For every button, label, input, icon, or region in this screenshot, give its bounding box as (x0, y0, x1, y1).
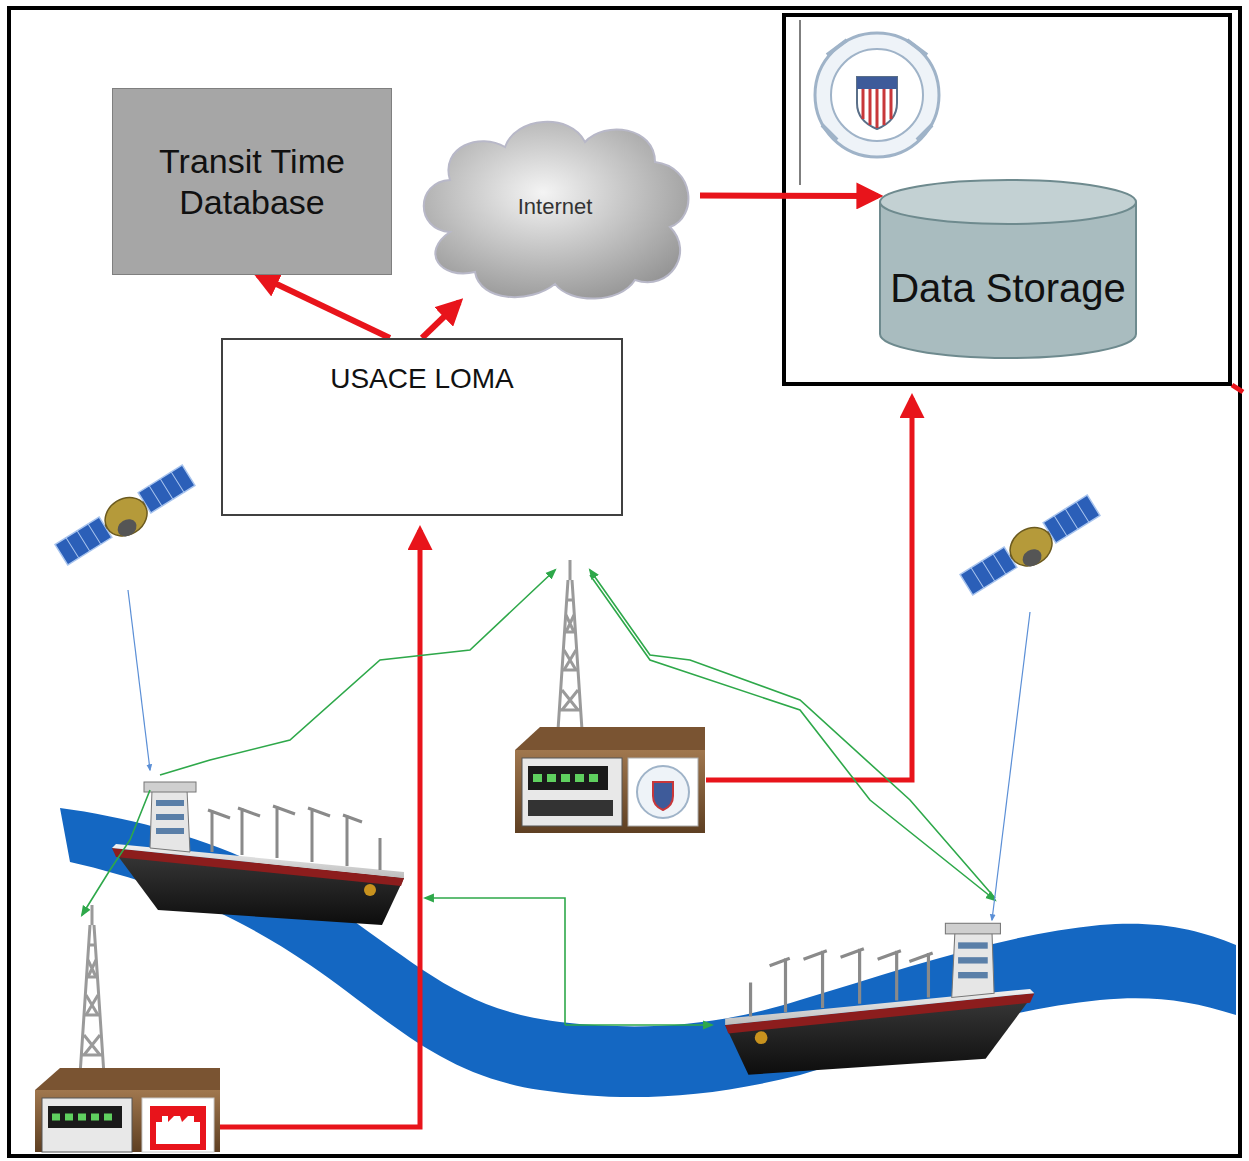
outer-frame (9, 8, 1240, 1156)
radio-tower (80, 905, 104, 1075)
red-data-link (422, 302, 459, 338)
cargo-ship (112, 782, 404, 925)
usace-receiver (35, 1068, 220, 1152)
red-data-link (258, 275, 390, 338)
red-data-link (700, 193, 878, 199)
gps-signal (128, 590, 1030, 920)
radio-tower (558, 560, 582, 730)
coast-guard-panel (784, 15, 1230, 384)
cargo-ship (725, 923, 1034, 1074)
node-label: Data Storage (880, 264, 1136, 312)
node-label: USACE LOMA (320, 362, 524, 396)
node-label: Transit Time Database (113, 141, 391, 223)
river (60, 808, 1236, 1097)
coast-guard-seal (815, 33, 939, 157)
storage-cylinder: Data Storage (878, 178, 1138, 358)
gps-satellite (958, 492, 1104, 602)
gps-satellite (53, 462, 199, 572)
ais-radio-link (82, 570, 995, 1025)
system-box: USACE LOMA (221, 338, 623, 516)
node-label: Internet (508, 194, 603, 220)
coast-guard-receiver (515, 727, 705, 833)
internet-cloud: Internet (410, 112, 700, 302)
system-box: Transit Time Database (112, 88, 392, 275)
